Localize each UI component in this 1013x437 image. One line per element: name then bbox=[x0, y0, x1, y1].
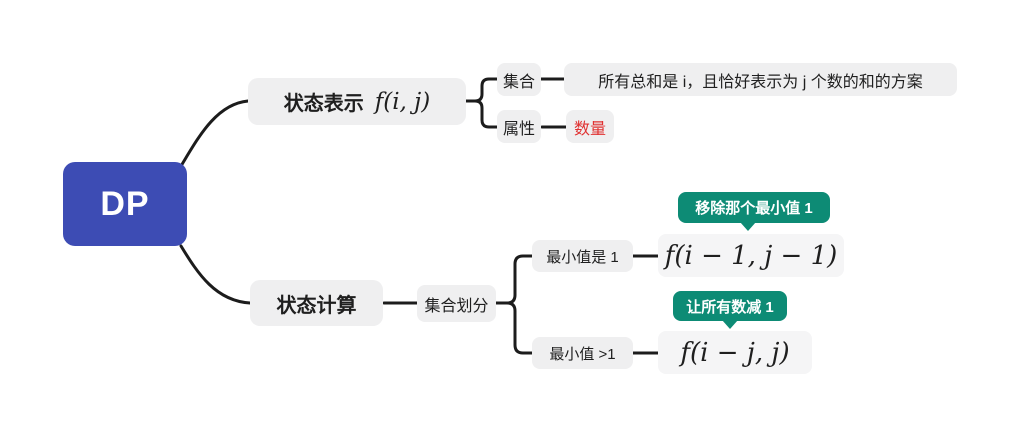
note-bubble-min-is-1[interactable]: 移除那个最小值 1 bbox=[678, 192, 830, 231]
node-state-representation[interactable]: 状态表示 f(i, j) bbox=[248, 78, 466, 125]
node-case-min-gt-1[interactable]: 最小值 >1 bbox=[532, 337, 633, 369]
root-node-dp[interactable]: DP bbox=[63, 162, 187, 246]
edge-partition-to-case1 bbox=[494, 254, 534, 305]
state-representation-label: 状态表示 bbox=[283, 93, 364, 115]
set-label: 集合 bbox=[502, 73, 535, 91]
note-min-is-1-text: 移除那个最小值 1 bbox=[695, 200, 813, 217]
attribute-label: 属性 bbox=[502, 120, 535, 138]
set-description-text: 所有总和是 i，且恰好表示为 j 个数的和的方案 bbox=[598, 73, 923, 91]
bubble-pointer bbox=[740, 222, 756, 231]
node-formula-min-is-1[interactable]: f(i − 1, j − 1) bbox=[658, 234, 844, 277]
node-set[interactable]: 集合 bbox=[497, 63, 541, 96]
edge-root-to-state-calc bbox=[179, 244, 252, 305]
node-attribute[interactable]: 属性 bbox=[497, 110, 541, 143]
case-min-gt-1-label: 最小值 >1 bbox=[549, 345, 616, 363]
note-bubble-min-gt-1[interactable]: 让所有数减 1 bbox=[673, 291, 787, 329]
attribute-value-text: 数量 bbox=[573, 120, 606, 138]
formula-min-is-1-text: f(i − 1, j − 1) bbox=[664, 240, 838, 271]
node-attribute-value[interactable]: 数量 bbox=[566, 110, 614, 143]
case-min-is-1-label: 最小值是 1 bbox=[546, 248, 619, 266]
node-set-partition[interactable]: 集合划分 bbox=[417, 285, 496, 322]
node-case-min-is-1[interactable]: 最小值是 1 bbox=[532, 240, 633, 272]
formula-min-gt-1-text: f(i − j, j) bbox=[680, 337, 790, 368]
edge-state-repr-to-set bbox=[464, 77, 499, 103]
bubble-pointer bbox=[722, 320, 738, 329]
node-formula-min-gt-1[interactable]: f(i − j, j) bbox=[658, 331, 812, 374]
root-node-label: DP bbox=[100, 184, 150, 223]
edge-partition-to-case2 bbox=[494, 301, 534, 355]
edge-root-to-state-repr bbox=[179, 99, 250, 168]
set-partition-label: 集合划分 bbox=[424, 297, 489, 315]
edge-state-repr-to-attr bbox=[464, 99, 499, 129]
node-state-calculation[interactable]: 状态计算 bbox=[250, 280, 383, 326]
state-calculation-label: 状态计算 bbox=[276, 294, 357, 317]
node-set-description[interactable]: 所有总和是 i，且恰好表示为 j 个数的和的方案 bbox=[564, 63, 957, 96]
state-representation-formula: f(i, j) bbox=[374, 88, 431, 115]
note-min-gt-1-text: 让所有数减 1 bbox=[686, 298, 774, 316]
